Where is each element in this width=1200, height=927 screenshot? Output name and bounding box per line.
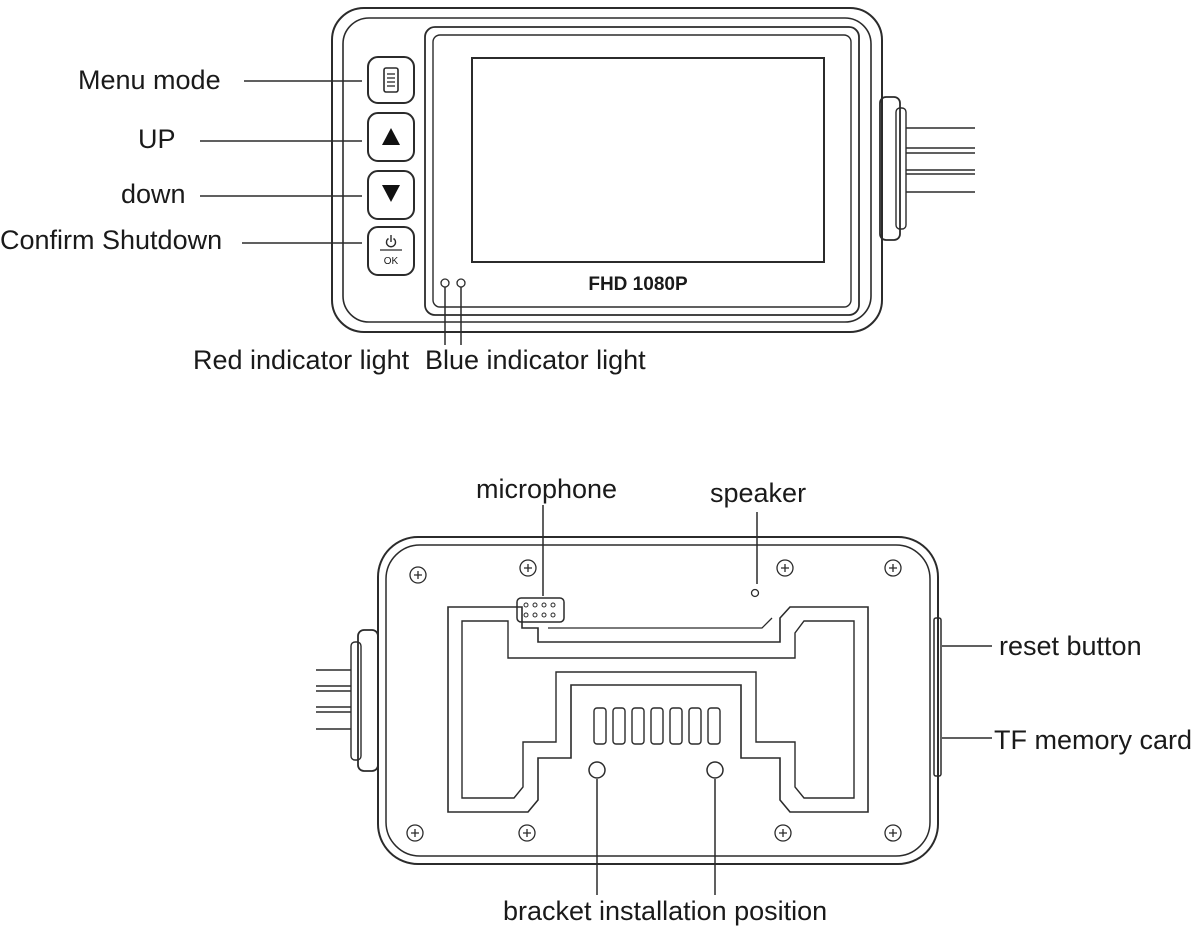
screen-bezel-inner — [432, 34, 852, 308]
ok-key-text: OK — [384, 256, 399, 267]
back-device — [316, 536, 942, 865]
label-menu-mode: Menu mode — [78, 65, 221, 95]
front-device: OK FHD 1080P — [331, 7, 975, 333]
label-tf-memory-card: TF memory card — [994, 725, 1193, 755]
label-reset-button: reset button — [999, 631, 1142, 661]
red-indicator-light — [440, 278, 450, 288]
speaker-hole — [750, 588, 760, 598]
screen-caption: FHD 1080P — [588, 274, 688, 295]
screen — [471, 57, 825, 263]
down-button — [367, 170, 415, 220]
front-body-inner — [342, 17, 872, 323]
front-leader-lines — [200, 80, 462, 345]
label-up: UP — [138, 124, 176, 154]
bracket-hole-right — [706, 761, 724, 779]
front-cable-connector — [879, 96, 975, 241]
back-cable-connector — [316, 629, 379, 772]
back-relief-groove — [548, 617, 773, 629]
back-vents — [593, 707, 721, 745]
label-microphone: microphone — [476, 474, 618, 504]
back-body-inner — [385, 544, 931, 857]
side-slot — [933, 617, 942, 777]
label-red-indicator: Red indicator light — [193, 345, 410, 375]
up-button — [367, 112, 415, 162]
back-relief-inner — [461, 620, 855, 799]
label-confirm-shutdown: Confirm Shutdown — [0, 225, 223, 255]
back-relief-outer — [447, 606, 869, 813]
bracket-hole-left — [588, 761, 606, 779]
menu-icon — [383, 67, 399, 93]
label-bracket-installation: bracket installation position — [503, 896, 828, 926]
screen-bezel-outer — [424, 26, 860, 316]
screw-icon — [406, 559, 902, 842]
up-triangle-icon — [382, 128, 400, 145]
microphone-grille — [516, 597, 565, 623]
label-speaker: speaker — [710, 478, 807, 508]
label-blue-indicator: Blue indicator light — [425, 345, 646, 375]
down-triangle-icon — [382, 185, 400, 202]
back-leader-lines — [542, 505, 992, 895]
menu-button — [367, 56, 415, 104]
power-icon — [385, 235, 397, 248]
blue-indicator-light — [456, 278, 466, 288]
confirm-button: OK — [367, 226, 415, 276]
label-down: down — [121, 179, 186, 209]
front-body-outer — [331, 7, 883, 333]
